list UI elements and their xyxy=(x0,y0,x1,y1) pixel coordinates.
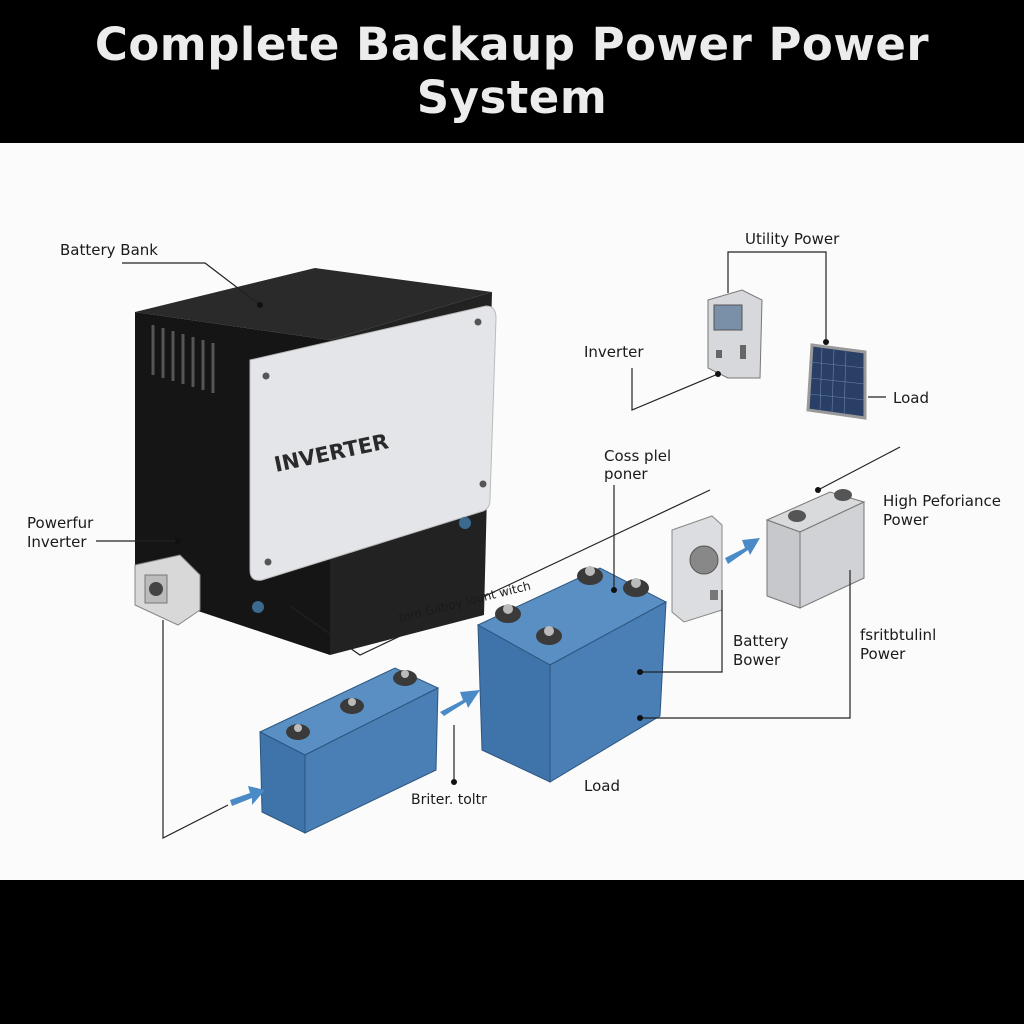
large-blue-battery xyxy=(476,566,668,783)
arrow-icon xyxy=(440,690,480,716)
label-battery-power-line1: Battery xyxy=(733,632,789,650)
label-inverter: Inverter xyxy=(584,343,644,361)
breaker-box xyxy=(671,515,723,623)
label-high-performance-line2: Power xyxy=(883,511,929,529)
footer-bar xyxy=(0,880,1024,1024)
label-fast-power-line2: Power xyxy=(860,645,906,663)
label-battery-power-line2: Bower xyxy=(733,651,781,669)
arrow-icon xyxy=(725,538,760,564)
label-load-top: Load xyxy=(893,389,929,407)
label-fast-power-line1: fsritbtulinl xyxy=(860,626,936,644)
label-high-performance-line1: High Peforiance xyxy=(883,492,1001,510)
label-cross-panel-line1: Coss plel xyxy=(604,447,671,465)
inverter-panel xyxy=(249,305,497,581)
inverter-unit: INVERTER xyxy=(134,268,497,655)
solar-panel-load xyxy=(806,343,867,420)
small-blue-battery xyxy=(258,667,440,834)
diagram-svg: INVERTER xyxy=(27,230,1001,839)
flow-arrows xyxy=(230,538,760,806)
label-utility-power: Utility Power xyxy=(745,230,840,248)
leader-lines xyxy=(96,251,901,839)
label-powerful-inverter-line2: Inverter xyxy=(27,533,87,551)
diagram-canvas: INVERTER xyxy=(0,143,1024,880)
header-bar xyxy=(0,0,1024,143)
vent-slots-icon xyxy=(151,325,215,393)
label-battery-terminal: Briter. toltr xyxy=(411,792,487,808)
arrow-icon xyxy=(230,786,265,806)
label-powerful-inverter-line1: Powerfur xyxy=(27,514,94,532)
page-title: Complete Backaup Power Power System xyxy=(94,18,930,124)
power-connector-icon xyxy=(134,554,201,626)
label-load-bottom: Load xyxy=(584,777,620,795)
label-battery-bank: Battery Bank xyxy=(60,241,158,259)
gray-battery xyxy=(765,489,866,609)
label-cross-panel-line2: poner xyxy=(604,465,648,483)
utility-meter xyxy=(707,289,763,379)
